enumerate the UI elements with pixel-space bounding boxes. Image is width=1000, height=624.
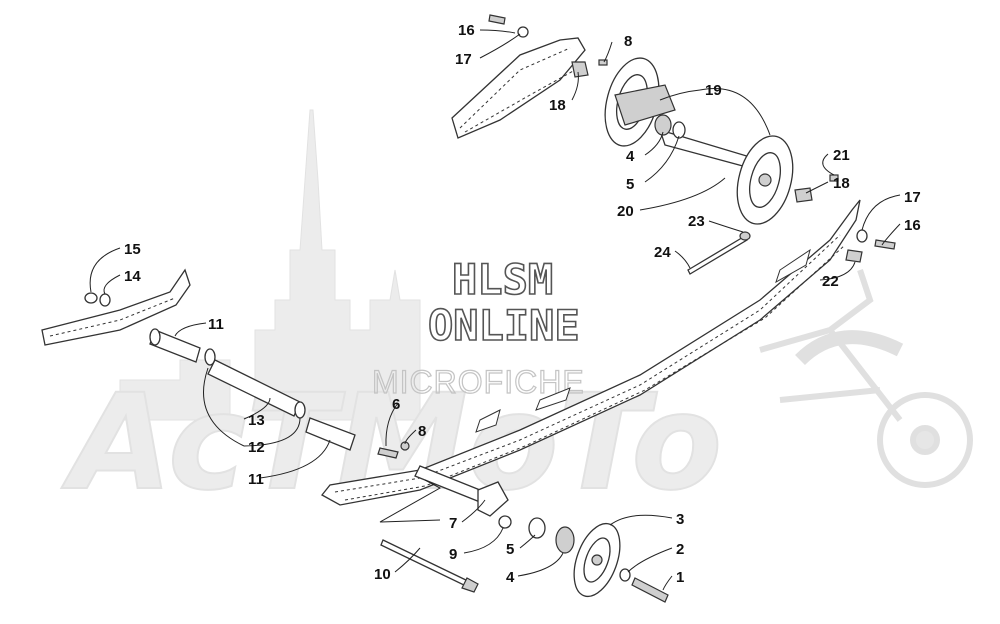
callout-3: 3: [676, 511, 684, 528]
callout-16: 16: [904, 217, 921, 234]
callout-8: 8: [418, 423, 426, 440]
callout-10: 10: [374, 566, 391, 583]
callout-labels: 16 17 18 8 19 4 5 20 21 18 17 16 23 24 2…: [124, 22, 921, 586]
callout-11: 11: [208, 316, 224, 333]
callout-22: 22: [822, 273, 839, 290]
watermark-line1: HLSM: [452, 255, 553, 304]
callout-20: 20: [617, 203, 634, 220]
leader-lines: [89, 29, 901, 591]
watermark-line2: ONLINE: [428, 301, 580, 350]
motorcycle-watermark: [759, 269, 973, 488]
rear-axle-assembly: [488, 14, 896, 275]
watermark-line3: MICROFICHE: [372, 364, 585, 400]
callout-4: 4: [506, 569, 515, 586]
callout-17: 17: [455, 51, 472, 68]
callout-19: 19: [705, 82, 722, 99]
front-axle-assembly: [84, 292, 669, 603]
callout-5: 5: [506, 541, 514, 558]
callout-4: 4: [626, 148, 635, 165]
callout-6: 6: [392, 396, 400, 413]
callout-2: 2: [676, 541, 684, 558]
callout-24: 24: [654, 244, 671, 261]
callout-14: 14: [124, 268, 141, 285]
callout-16: 16: [458, 22, 475, 39]
callout-17: 17: [904, 189, 921, 206]
callout-9: 9: [449, 546, 457, 563]
callout-5: 5: [626, 176, 634, 193]
callout-11: 11: [248, 471, 264, 488]
callout-21: 21: [833, 147, 850, 164]
main-slide-rail: [321, 199, 861, 506]
callout-7: 7: [449, 515, 457, 532]
callout-18: 18: [833, 175, 850, 192]
callout-8: 8: [624, 33, 632, 50]
skyline-watermark: [119, 109, 421, 421]
callout-15: 15: [124, 241, 141, 258]
callout-13: 13: [248, 412, 265, 429]
callout-1: 1: [676, 569, 684, 586]
upper-slide-rail: [451, 37, 586, 139]
callout-12: 12: [248, 439, 265, 456]
left-slide-rail: [41, 268, 191, 346]
callout-23: 23: [688, 213, 705, 230]
callout-18: 18: [549, 97, 566, 114]
